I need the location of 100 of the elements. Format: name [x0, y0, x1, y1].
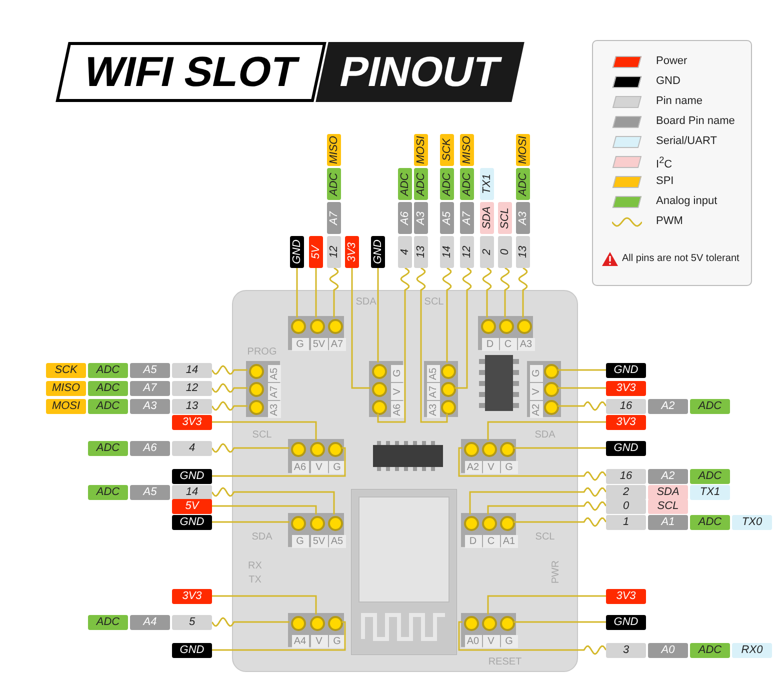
pin-tag: 5V — [309, 236, 323, 268]
pin-tag: ADC — [414, 168, 428, 200]
wavy-leader-line — [514, 517, 607, 527]
pin-label: A2 — [530, 400, 543, 418]
pin-label: A6 — [391, 400, 404, 418]
title-badge: PINOUT — [316, 42, 524, 102]
wavy-leader-line — [482, 267, 492, 318]
pin-tag: ADC — [516, 168, 530, 200]
pin-header — [246, 361, 280, 417]
pin-tag: ADC — [690, 514, 730, 530]
legend-label: GND — [656, 75, 680, 87]
pin-tag: 12 — [172, 380, 212, 396]
pin-tag: ADC — [440, 168, 454, 200]
pin-tag: TX1 — [690, 484, 730, 500]
pin-tag: 3V3 — [172, 588, 212, 604]
pin-tag: ADC — [88, 362, 128, 378]
legend-label: Power — [656, 55, 688, 67]
pin-tag: 3 — [606, 642, 646, 658]
circuit-board — [232, 290, 578, 672]
pin-tag: 4 — [398, 236, 412, 268]
pin-tag: GND — [172, 642, 212, 658]
pin-tag: A3 — [414, 202, 428, 234]
pin-label: A3 — [518, 338, 534, 351]
wavy-leader-line — [558, 401, 607, 411]
pin-tag: SDA — [648, 484, 688, 500]
pin-tag: A2 — [648, 398, 688, 414]
pin-tag: 13 — [172, 398, 212, 414]
pin-tag: 2 — [606, 484, 646, 500]
pin-tag: SCK — [46, 362, 86, 378]
wavy-leader-line — [329, 267, 339, 318]
pin-tag: A3 — [130, 398, 170, 414]
pin-tag: GND — [371, 236, 385, 268]
pin-label: D — [482, 338, 498, 351]
leader-line — [212, 621, 346, 651]
wavy-leader-line — [211, 365, 248, 375]
wavy-leader-line — [211, 401, 248, 411]
pin-tag: RX0 — [732, 642, 772, 658]
leader-line — [514, 447, 606, 449]
pin-tag: TX1 — [480, 168, 494, 200]
pin-tag: A1 — [648, 514, 688, 530]
pin-header — [288, 439, 344, 473]
pin-tag: A6 — [130, 440, 170, 456]
pin-tag: 12 — [460, 236, 474, 268]
pin-tag: 14 — [172, 362, 212, 378]
pin-tag: MISO — [46, 380, 86, 396]
pin-tag: ADC — [460, 168, 474, 200]
leader-line — [558, 387, 606, 389]
pin-header — [527, 361, 561, 417]
pin-label: A5 — [328, 535, 346, 548]
pin-label: A3 — [268, 400, 281, 418]
leader-line — [212, 421, 317, 440]
pin-tag: 3V3 — [606, 380, 646, 396]
wavy-leader-line — [377, 267, 410, 423]
pin-tag: 16 — [606, 398, 646, 414]
pin-tag: A5 — [130, 484, 170, 500]
wavy-leader-line — [211, 383, 248, 393]
pin-tag: A4 — [130, 614, 170, 630]
pin-label: A0 — [464, 635, 482, 648]
pin-header — [288, 513, 344, 547]
pin-label: G — [391, 364, 404, 382]
pin-label: V — [530, 382, 543, 400]
wavy-leader-line — [416, 267, 448, 423]
pin-label: A5 — [268, 364, 281, 382]
pin-label: G — [292, 338, 308, 351]
pin-tag: MISO — [460, 134, 474, 166]
pin-tag: MISO — [327, 134, 341, 166]
pin-tag: 12 — [327, 236, 341, 268]
pin-tag: ADC — [88, 440, 128, 456]
legend-label: Board Pin name — [656, 115, 735, 127]
wavy-leader-line — [454, 267, 472, 389]
pin-tag: 1 — [606, 514, 646, 530]
wavy-leader-line — [469, 487, 607, 514]
pin-tag: GND — [606, 614, 646, 630]
pin-tag: 5 — [172, 614, 212, 630]
pin-tag: GND — [606, 440, 646, 456]
pin-tag: SCL — [648, 498, 688, 514]
pin-label: A7 — [328, 338, 346, 351]
pin-label: G — [328, 635, 346, 648]
pin-tag: 14 — [172, 484, 212, 500]
leader-line — [296, 268, 298, 318]
pin-header — [369, 361, 403, 417]
pin-tag: 4 — [172, 440, 212, 456]
pin-tag: ADC — [88, 484, 128, 500]
pin-tag: A5 — [440, 202, 454, 234]
pin-tag: ADC — [398, 168, 412, 200]
pin-tag: SCK — [440, 134, 454, 166]
pin-header — [461, 513, 516, 547]
pin-tag: GND — [172, 514, 212, 530]
pin-label: V — [482, 461, 500, 474]
leader-line — [212, 447, 346, 477]
leader-line — [212, 521, 290, 523]
pin-tag: SCL — [498, 202, 512, 234]
pin-tag: ADC — [88, 614, 128, 630]
pin-tag: ADC — [88, 380, 128, 396]
pin-tag: A7 — [460, 202, 474, 234]
leader-line — [315, 268, 317, 318]
leader-line — [558, 369, 606, 371]
pin-label: A7 — [268, 382, 281, 400]
pin-label: 5V — [310, 535, 328, 548]
wavy-leader-line — [487, 501, 607, 514]
